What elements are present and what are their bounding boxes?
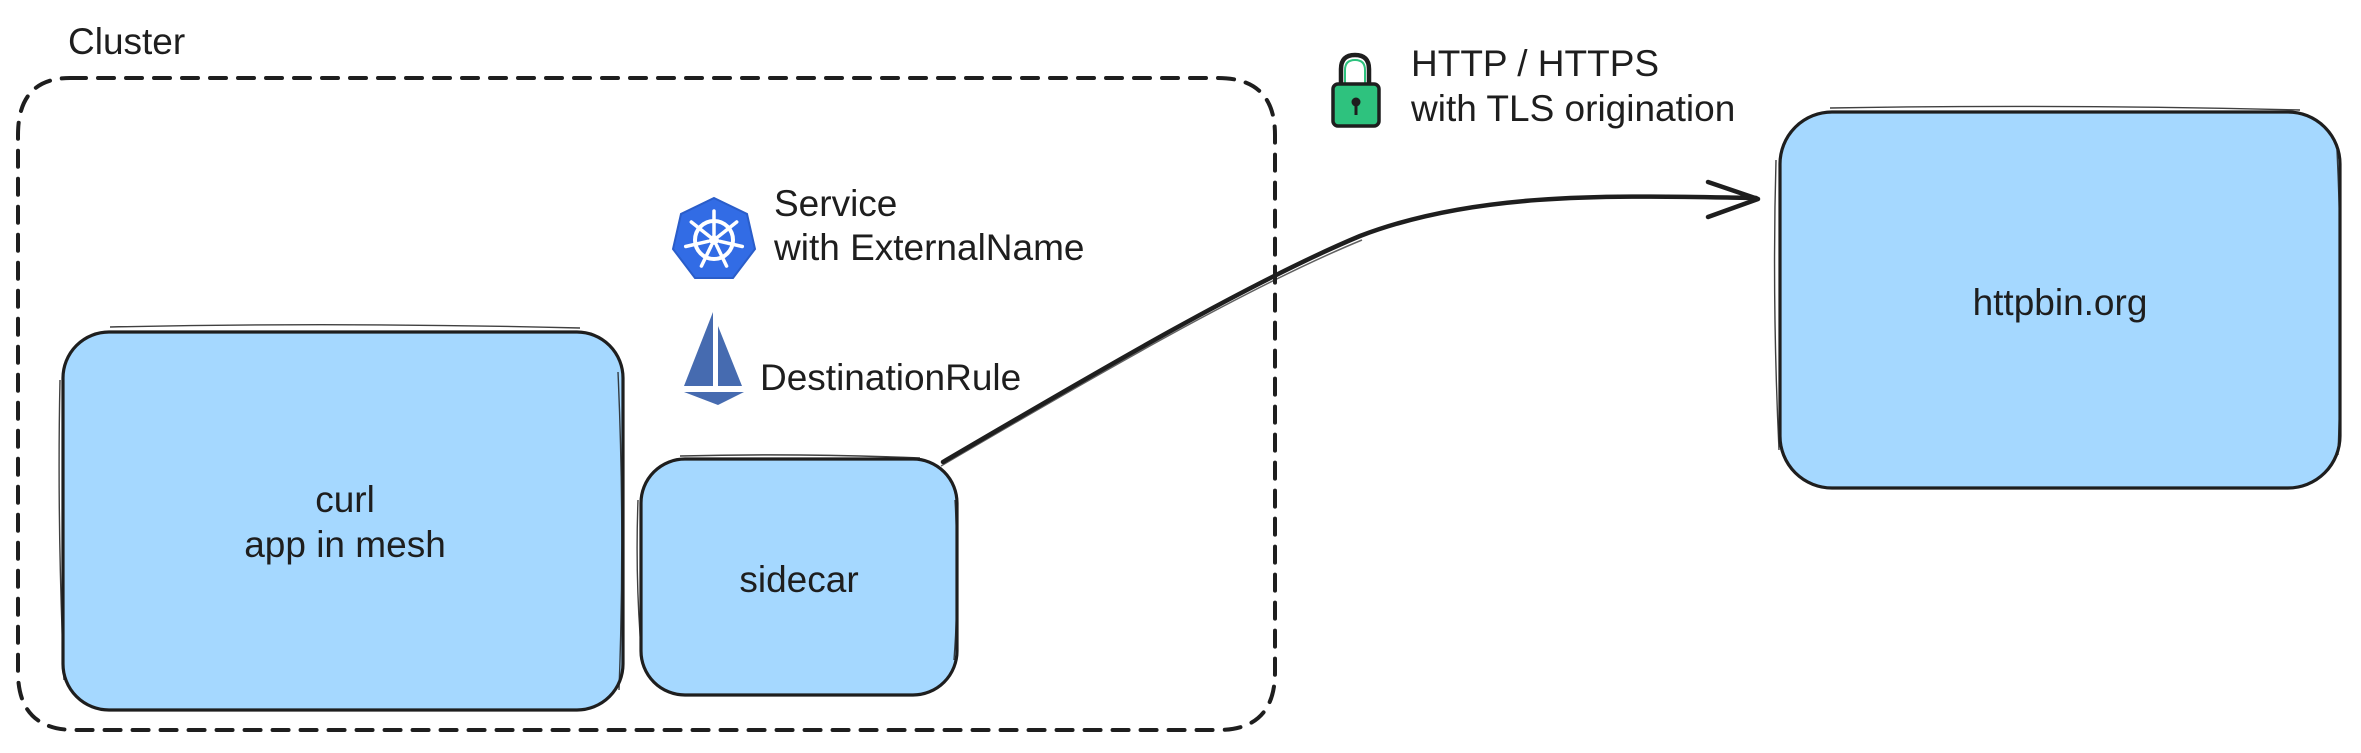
httpbin-label: httpbin.org: [1973, 282, 2148, 323]
httpbin-node[interactable]: httpbin.org: [1773, 105, 2342, 490]
connection-arrow: [940, 179, 1761, 467]
connection-sublabel: with TLS origination: [1410, 88, 1735, 129]
kubernetes-icon: [671, 196, 757, 279]
curl-sublabel: app in mesh: [244, 524, 446, 565]
curl-label: curl: [315, 479, 375, 520]
arrowhead: [1705, 179, 1761, 220]
cluster-label: Cluster: [68, 21, 185, 62]
cluster-boundary: [16, 76, 1277, 732]
service-sublabel: with ExternalName: [773, 227, 1085, 268]
service-label: Service: [774, 183, 897, 224]
destination-rule-label: DestinationRule: [760, 357, 1021, 398]
istio-sail-icon: [684, 312, 744, 405]
connection-label: HTTP / HTTPS: [1411, 43, 1659, 84]
curl-node[interactable]: curl app in mesh: [58, 324, 625, 712]
sidecar-label: sidecar: [739, 559, 858, 600]
sidecar-node[interactable]: sidecar: [636, 454, 959, 697]
lock-icon: [1331, 52, 1381, 128]
